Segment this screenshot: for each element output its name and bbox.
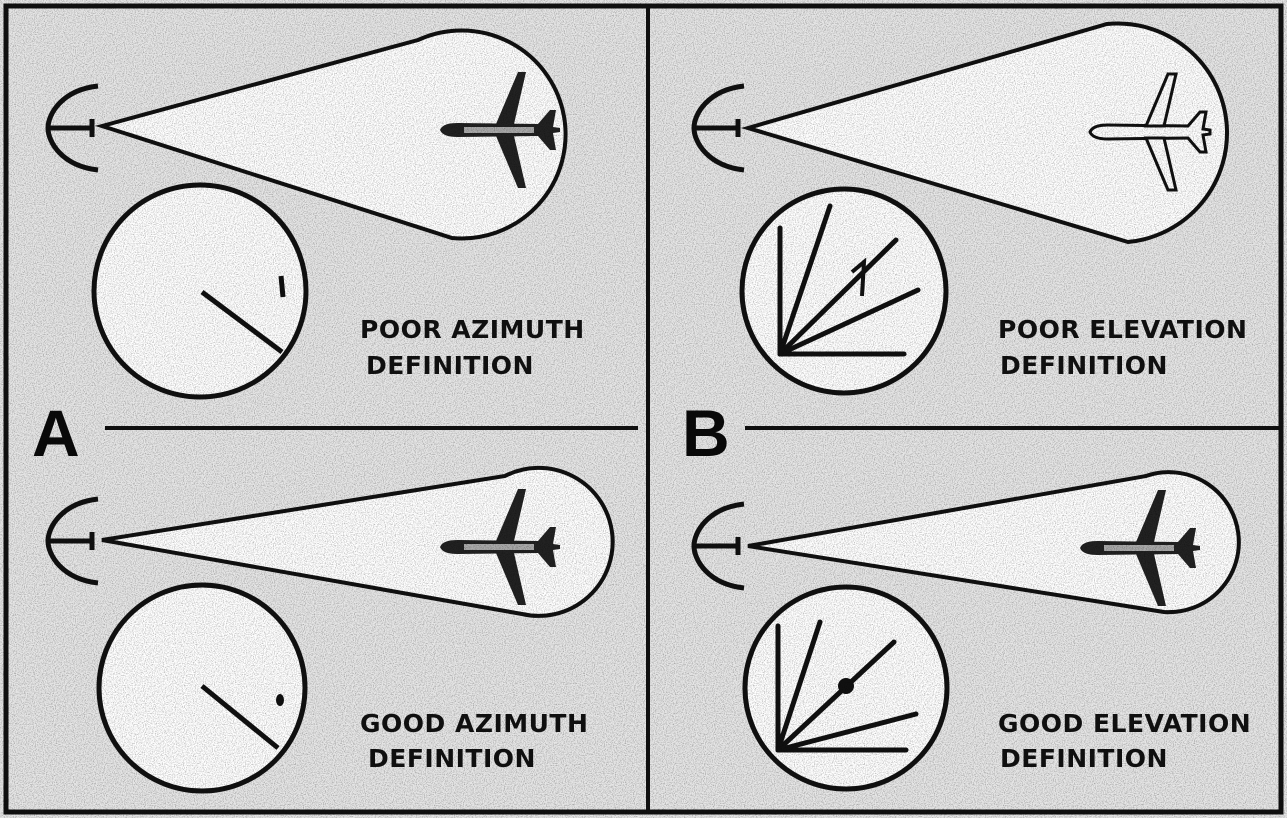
caption-line2: DEFINITION: [368, 744, 536, 773]
target-blip-point: [276, 694, 284, 706]
caption-line1: GOOD AZIMUTH: [360, 709, 588, 738]
caption-line1: POOR ELEVATION: [998, 315, 1247, 344]
caption-line1: GOOD ELEVATION: [998, 709, 1251, 738]
target-blip-elongated: [281, 276, 283, 297]
target-blip-point: [838, 678, 854, 694]
radar-scope-icon: [94, 185, 306, 397]
panel-letter-a: A: [32, 396, 80, 470]
caption-line1: POOR AZIMUTH: [360, 315, 585, 344]
panel-letter-b: B: [682, 396, 730, 470]
caption-line2: DEFINITION: [1000, 351, 1168, 380]
caption-line2: DEFINITION: [1000, 744, 1168, 773]
caption-line2: DEFINITION: [366, 351, 534, 380]
